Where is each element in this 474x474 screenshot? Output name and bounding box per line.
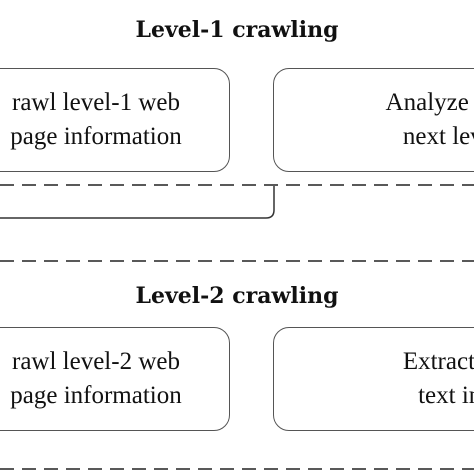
crawl-level1-box: rawl level-1 web page information	[0, 68, 230, 172]
extract-bridge-text: Extract bridge text inform	[274, 345, 474, 413]
extract-bridge-box: Extract bridge text inform	[273, 327, 474, 431]
extract-line2: text inform	[418, 382, 474, 409]
extract-line1: Extract bridge	[402, 348, 474, 375]
analyze-next-level-text: Analyze and ob next level U	[274, 86, 474, 154]
crawl-level2-line2: page information	[10, 382, 182, 409]
analyze-line1: Analyze and ob	[385, 89, 474, 116]
crawl-level2-line1: rawl level-2 web	[12, 348, 180, 375]
level1-heading: Level-1 crawling	[135, 17, 339, 43]
crawl-level2-box: rawl level-2 web page information	[0, 327, 230, 431]
analyze-next-level-box: Analyze and ob next level U	[273, 68, 474, 172]
analyze-line2: next level U	[402, 123, 474, 150]
level2-heading: Level-2 crawling	[135, 283, 339, 309]
crawl-level1-line2: page information	[10, 123, 182, 150]
crawl-level1-line1: rawl level-1 web	[12, 89, 180, 116]
crawl-level2-text: rawl level-2 web page information	[0, 345, 229, 413]
level1-loop-connector	[0, 186, 275, 219]
crawl-level1-text: rawl level-1 web page information	[0, 86, 229, 154]
